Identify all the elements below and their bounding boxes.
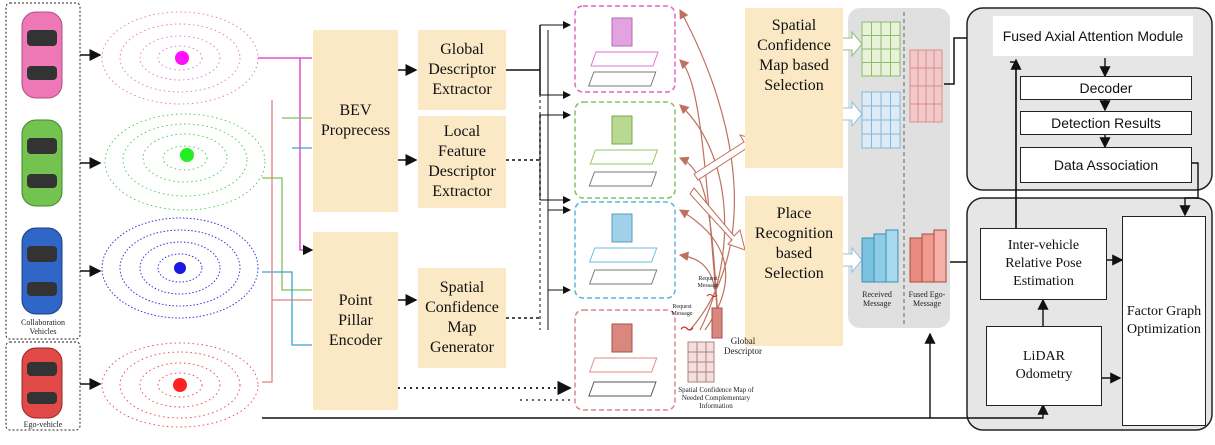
fused-ego-grid (909, 49, 943, 123)
red-car-icon (21, 347, 63, 419)
ego-vehicle-label: Ego-vehicle (23, 420, 63, 429)
hollow-arrow-down (689, 187, 746, 251)
blue-point-cloud (101, 217, 259, 319)
collab-vehicles-frame (5, 2, 81, 340)
spatial-gen-label: Spatial Confidence Map Generator (425, 279, 499, 356)
ego-vehicle-frame (5, 341, 81, 431)
place-select-label: Place Recognition based Selection (754, 205, 834, 282)
pink-car-icon (21, 11, 63, 99)
green-car-icon (21, 119, 63, 207)
factor-graph-label: Factor Graph Optimization (1126, 304, 1202, 337)
pink-point-cloud (101, 11, 259, 105)
detection-label: Detection Results (1051, 115, 1161, 131)
red-point-cloud (101, 342, 259, 428)
received-blocks (861, 229, 899, 283)
spatial-selection-box: Spatial Confidence Map based Selection (745, 8, 843, 168)
wifi-signal-icon-2: 〜 (706, 289, 718, 303)
wifi-signal-icon: 〜 (680, 323, 694, 338)
fused-ego-message-label: Fused Ego-Message (908, 290, 946, 308)
local-desc-label: Local Feature Descriptor Extractor (428, 123, 496, 200)
association-label: Data Association (1053, 157, 1159, 173)
blue-selected-grid (861, 91, 901, 149)
local-feature-descriptor-box: Local Feature Descriptor Extractor (418, 116, 506, 208)
place-selection-box: Place Recognition based Selection (745, 196, 843, 346)
pillar-label: Point Pillar Encoder (328, 292, 383, 349)
factor-graph-box: Factor Graph Optimization (1122, 216, 1206, 426)
request-message-bottom: Request Message (671, 304, 693, 317)
spatial-map-tile (687, 341, 715, 383)
global-descriptor-label: Global Descriptor (724, 336, 762, 356)
spatial-confidence-generator-box: Spatial Confidence Map Generator (418, 268, 506, 368)
spatial-map-caption: Spatial Confidence Map of Needed Complem… (678, 386, 754, 410)
received-message-label: Received Message (862, 290, 892, 308)
odometry-label: LiDAR Odometry (1015, 349, 1073, 382)
pink-feature-stack (574, 5, 676, 93)
green-feature-blocks (588, 115, 659, 187)
blue-car-icon (21, 227, 63, 315)
green-feature-stack (574, 101, 676, 199)
pose-label: Inter-vehicle Relative Pose Estimation (1005, 238, 1082, 289)
pink-feature-blocks (588, 17, 659, 87)
data-association-box: Data Association (1020, 147, 1192, 183)
global-desc-label: Global Descriptor Extractor (428, 41, 496, 98)
green-point-cloud (104, 113, 266, 211)
decoder-label: Decoder (1079, 80, 1133, 96)
bev-label: BEV Proprecess (320, 102, 391, 139)
collaboration-vehicles-label: Collaboration Vehicles (21, 318, 65, 336)
lidar-odometry-box: LiDAR Odometry (986, 326, 1102, 406)
request-message-top: Request Message (697, 276, 719, 289)
pose-estimation-box: Inter-vehicle Relative Pose Estimation (980, 228, 1107, 300)
detection-results-box: Detection Results (1020, 111, 1192, 135)
fused-axial-attention-box: Fused Axial Attention Module (993, 16, 1193, 56)
spatial-select-label: Spatial Confidence Map based Selection (757, 17, 831, 94)
fused-attention-label: Fused Axial Attention Module (1002, 28, 1184, 44)
global-descriptor-bar (711, 307, 723, 339)
decoder-box: Decoder (1020, 76, 1192, 100)
global-descriptor-extractor-box: Global Descriptor Extractor (418, 30, 506, 110)
fused-ego-blocks (909, 229, 947, 283)
point-pillar-encoder-box: Point Pillar Encoder (313, 232, 398, 410)
red-feature-blocks (588, 323, 658, 397)
green-selected-grid (861, 21, 901, 77)
bev-preprocess-box: BEV Proprecess (313, 30, 398, 212)
blue-feature-stack (574, 201, 676, 299)
red-feature-stack (574, 309, 676, 411)
blue-feature-blocks (588, 213, 658, 285)
